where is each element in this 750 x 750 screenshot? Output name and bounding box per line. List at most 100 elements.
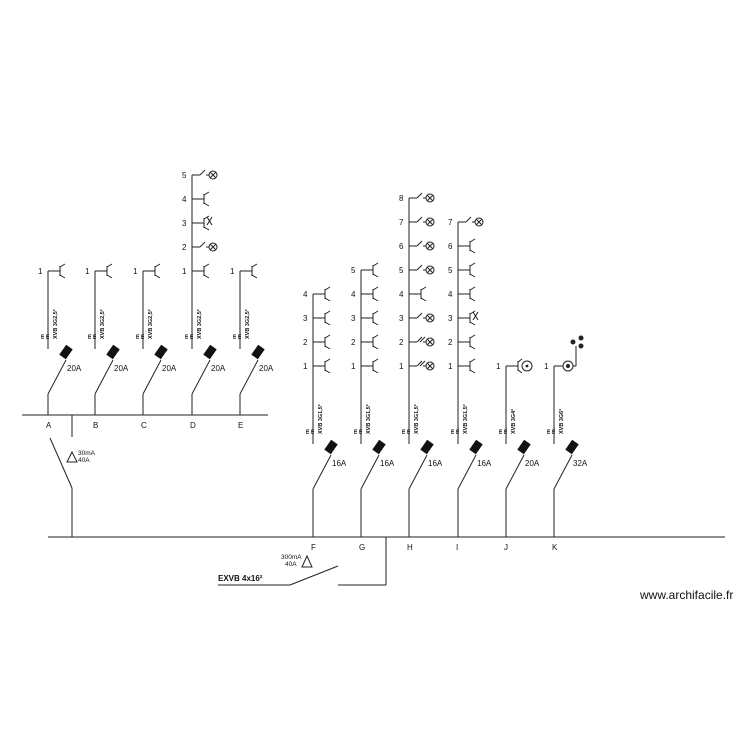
- circuit-b-breaker-rating: 20A: [114, 364, 129, 373]
- circuit-h-outlet-7-lamp-icon: [425, 193, 435, 203]
- circuit-h-breaker-switch: [408, 454, 428, 490]
- circuit-b-breaker-switch: [94, 359, 114, 395]
- circuit-a-outlet-1-number: 1: [38, 267, 43, 276]
- circuit-i-outlet-2-socket-pin-bottom: [469, 321, 476, 326]
- circuit-h-outlet-4-number: 4: [399, 290, 404, 299]
- circuit-b-label: B: [93, 421, 98, 430]
- circuit-i-outlet-3-socket-pin-top: [469, 286, 476, 291]
- circuit-i-breaker-block: [469, 439, 483, 455]
- circuit-j-cable: XVB 3G4²: [510, 409, 517, 434]
- circuit-f-outlet-2-number: 2: [303, 338, 308, 347]
- diff-2-sensitivity: 300mA: [281, 554, 302, 561]
- circuit-k-outlet-0-cooktop-center: [566, 364, 570, 368]
- circuit-h-outlet-1-lamp-cross-b: [426, 338, 434, 346]
- circuit-d-breaker-block: [203, 344, 217, 360]
- circuit-h-outlet-2-lamp-cross-b: [426, 314, 434, 322]
- circuit-j-breaker-switch: [505, 454, 525, 490]
- circuit-b-outlet-0-socket-pin-top: [106, 263, 113, 268]
- circuit-e-breaker-block: [251, 344, 265, 360]
- circuit-c-cable: XVB 3G2,5²: [147, 309, 154, 339]
- circuit-h-outlet-0-switch-icon: [416, 360, 423, 367]
- circuit-f-breaker-switch: [312, 454, 332, 490]
- circuit-b-marker-a: m: [87, 334, 93, 339]
- circuit-i-outlet-4-socket-pin-bottom: [469, 273, 476, 278]
- circuit-h-outlet-0-lamp-cross-b: [426, 362, 434, 370]
- circuit-h-outlet-5-number: 5: [399, 266, 404, 275]
- circuit-g-breaker-rating: 16A: [380, 459, 395, 468]
- circuit-a-label: A: [46, 421, 52, 430]
- circuit-k-breaker-switch: [553, 454, 573, 490]
- circuit-d-label: D: [190, 421, 196, 430]
- circuit-g-outlet-3-number: 3: [351, 314, 356, 323]
- circuit-d-outlet-2-socket-pin-top: [203, 215, 210, 220]
- circuit-g-breaker-block: [372, 439, 386, 455]
- diff-1-switch: [49, 437, 73, 489]
- circuit-e-breaker-rating: 20A: [259, 364, 274, 373]
- circuit-d-outlet-1-switch-icon: [199, 241, 206, 248]
- circuit-h-cable: XVB 3G1,5²: [413, 404, 420, 434]
- circuit-j-outlet-0-socket-pin-bottom: [517, 369, 523, 374]
- circuit-i-outlet-1-socket-pin-bottom: [469, 345, 476, 350]
- circuit-h-outlet-3-socket-pin-bottom: [420, 297, 427, 302]
- circuit-i-cable: XVB 3G1,5²: [462, 404, 469, 434]
- circuit-d-outlet-4-switch-icon: [199, 169, 206, 176]
- circuit-h-outlet-4-lamp-icon: [425, 265, 435, 275]
- circuit-c-breaker-block: [154, 344, 168, 360]
- circuit-f-outlet-3-socket-pin-top: [324, 286, 331, 291]
- circuit-i-outlet-0-socket-pin-top: [469, 358, 476, 363]
- circuit-d-outlet-3-socket-pin-top: [203, 191, 210, 196]
- circuit-a-marker-a: m: [40, 334, 46, 339]
- circuit-j-label: J: [504, 543, 508, 552]
- circuit-c-outlet-1-number: 1: [133, 267, 138, 276]
- watermark: www.archifacile.fr: [639, 588, 733, 602]
- circuit-g-outlet-1-socket-pin-bottom: [372, 345, 379, 350]
- circuit-c-breaker-rating: 20A: [162, 364, 177, 373]
- diff-1-sensitivity: 30mA: [78, 450, 96, 457]
- circuit-f-marker-a: m: [305, 429, 311, 434]
- circuit-h-outlet-6-lamp-cross-b: [426, 218, 434, 226]
- circuit-f-outlet-3-socket-pin-bottom: [324, 297, 331, 302]
- circuit-a-breaker-block: [59, 344, 73, 360]
- circuit-e-breaker-switch: [239, 359, 259, 395]
- circuit-k-outlet-1-number: 1: [544, 362, 549, 371]
- circuit-f-outlet-0-socket-pin-top: [324, 358, 331, 363]
- circuit-a-marker-b: m: [45, 334, 51, 339]
- circuit-g-outlet-4-socket-pin-top: [372, 262, 379, 267]
- circuit-h-breaker-block: [420, 439, 434, 455]
- circuit-d-outlet-4-lamp-icon: [208, 170, 218, 180]
- circuit-b-breaker-block: [106, 344, 120, 360]
- circuit-f-outlet-2-socket-pin-top: [324, 310, 331, 315]
- circuit-f-outlet-1-number: 1: [303, 362, 308, 371]
- circuit-i-outlet-6-lamp-cross-b: [475, 218, 483, 226]
- circuit-g-outlet-1-number: 1: [351, 362, 356, 371]
- circuit-b-cable: XVB 3G2,5²: [99, 309, 106, 339]
- circuit-j-marker-a: m: [498, 429, 504, 434]
- circuit-d-outlet-1-lamp-icon: [208, 242, 218, 252]
- circuit-d-outlet-1-number: 1: [182, 267, 187, 276]
- circuit-d-outlet-1-lamp-cross-b: [209, 243, 217, 251]
- diff-2-triangle-icon: [301, 554, 313, 568]
- circuit-c-outlet-0-socket-pin-top: [154, 263, 161, 268]
- circuit-a-breaker-switch: [47, 359, 67, 395]
- circuit-g-marker-a: m: [353, 429, 359, 434]
- circuit-d-breaker-switch: [191, 359, 211, 395]
- circuit-g-outlet-4-socket-pin-bottom: [372, 273, 379, 278]
- circuit-h-marker-a: m: [401, 429, 407, 434]
- circuit-d-outlet-4-number: 4: [182, 195, 187, 204]
- circuit-i-marker-a: m: [450, 429, 456, 434]
- circuit-d-outlet-2-socket-pin-bottom: [203, 226, 210, 231]
- circuit-i-outlet-2-socket-pin-top: [469, 310, 476, 315]
- circuit-f-outlet-4-number: 4: [303, 290, 308, 299]
- circuit-h-outlet-4-switch-icon: [416, 264, 423, 271]
- circuit-g-breaker-switch: [360, 454, 380, 490]
- circuit-g-marker-b: m: [358, 429, 364, 434]
- circuit-i-outlet-2-number: 2: [448, 338, 453, 347]
- circuit-b-outlet-0-socket-pin-bottom: [106, 274, 113, 279]
- circuit-h-outlet-6-switch-icon: [416, 216, 423, 223]
- circuit-k-outlet-0-hob-icon-a: [570, 339, 576, 345]
- circuit-i-marker-b: m: [455, 429, 461, 434]
- circuit-h-label: H: [407, 543, 413, 552]
- circuit-k-breaker-block: [565, 439, 579, 455]
- circuit-f-label: F: [311, 543, 316, 552]
